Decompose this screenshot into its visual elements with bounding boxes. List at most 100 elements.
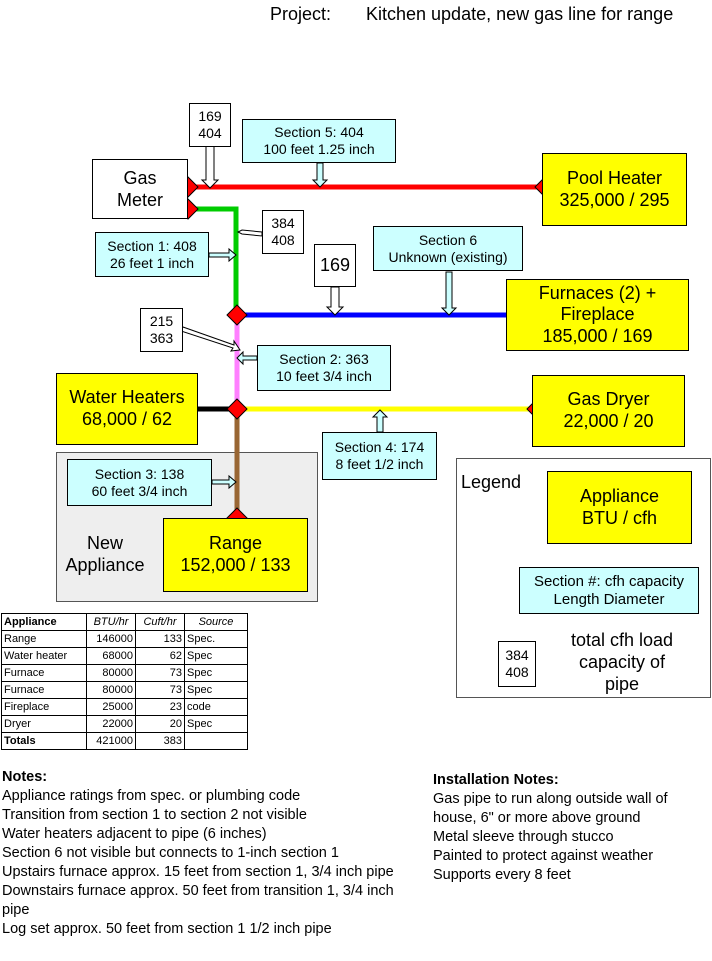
water-heaters-box: Water Heaters 68,000 / 62 <box>56 373 198 445</box>
section-3-title: Section 3: 138 <box>94 465 185 482</box>
notes-line: Water heaters adjacent to pipe (6 inches… <box>2 826 267 842</box>
legend-load-value: 384 <box>505 647 529 664</box>
gas-dryer-box: Gas Dryer 22,000 / 20 <box>532 375 685 447</box>
table-header: Source <box>184 613 248 631</box>
legend-section-box: Section #: cfh capacity Length Diameter <box>519 567 699 614</box>
table-row: Furnace 80000 73 Spec <box>1 681 248 699</box>
arrows <box>180 145 458 490</box>
table-cell: Spec. <box>184 630 248 648</box>
range-name: Range <box>208 533 263 554</box>
arrow-section-6 <box>440 271 458 316</box>
table-totals-row: Totals 421000 383 <box>1 732 248 750</box>
gas-dryer-rating: 22,000 / 20 <box>563 411 654 431</box>
section-1-spec: 26 feet 1 inch <box>109 254 195 271</box>
project-title: Kitchen update, new gas line for range <box>366 4 674 24</box>
load-box-furnace: 169 <box>314 244 356 287</box>
notes-line: Transition from section 1 to section 2 n… <box>2 807 307 823</box>
table-row: Dryer 22000 20 Spec <box>1 715 248 733</box>
gas-dryer-name: Gas Dryer <box>567 389 650 410</box>
table-header: Appliance <box>1 613 87 631</box>
notes-line: Section 6 not visible but connects to 1-… <box>2 845 339 861</box>
load-furnace-value: 169 <box>319 254 351 275</box>
pool-heater-box: Pool Heater 325,000 / 295 <box>542 153 687 226</box>
range-rating: 152,000 / 133 <box>180 555 291 575</box>
table-cell: Totals <box>1 732 87 750</box>
furnaces-box: Furnaces (2) + Fireplace 185,000 / 169 <box>506 279 689 351</box>
table-cell: 20 <box>135 715 185 733</box>
valve-furnace-tee <box>226 304 248 326</box>
legend-appliance-box: Appliance BTU / cfh <box>547 471 692 544</box>
table-cell: 80000 <box>86 664 136 682</box>
table-cell: Range <box>1 630 87 648</box>
load-s2-value: 215 <box>149 313 174 330</box>
section-5-spec: 100 feet 1.25 inch <box>263 141 375 157</box>
legend-section-text: Section #: cfh capacity Length Diameter <box>533 572 685 608</box>
load-s1-capacity: 408 <box>271 232 295 248</box>
load-s1-value: 384 <box>271 215 295 232</box>
arrow-section-3 <box>211 474 237 490</box>
arrow-s2-load <box>180 326 241 352</box>
section-3-box: Section 3: 138 60 feet 3/4 inch <box>67 459 212 506</box>
table-cell: 25000 <box>86 698 136 716</box>
notes-title: Notes: <box>2 769 48 785</box>
section-4-spec: 8 feet 1/2 inch <box>335 456 424 472</box>
arrow-section-4 <box>371 409 389 433</box>
section-5-box: Section 5: 404 100 feet 1.25 inch <box>242 119 396 163</box>
table-cell: Spec <box>184 715 248 733</box>
table-cell: Spec <box>184 664 248 682</box>
table-cell: Dryer <box>1 715 87 733</box>
appliance-table: Appliance BTU/hr Cuft/hr Source Range 14… <box>1 613 248 750</box>
water-heaters-rating: 68,000 / 62 <box>81 409 173 429</box>
arrow-top-load <box>200 145 220 189</box>
load-box-top: 169 404 <box>189 103 231 147</box>
table-row: Water heater 68000 62 Spec <box>1 647 248 665</box>
install-notes-line: Supports every 8 feet <box>433 867 571 883</box>
load-top-value: 169 <box>198 108 222 125</box>
furnaces-name: Furnaces (2) + Fireplace <box>538 282 657 325</box>
notes-line: Upstairs furnace approx. 15 feet from se… <box>2 864 394 880</box>
legend-load-text: total cfh load capacity of pipe <box>570 630 674 694</box>
table-row: Fireplace 25000 23 code <box>1 698 248 716</box>
legend-load-box: 384 408 <box>498 641 536 687</box>
section-6-box: Section 6 Unknown (existing) <box>373 226 523 271</box>
table-header: BTU/hr <box>86 613 136 631</box>
table-cell: 80000 <box>86 681 136 699</box>
gas-meter: Gas Meter <box>92 159 188 219</box>
water-heaters-name: Water Heaters <box>69 387 185 408</box>
range-box: Range 152,000 / 133 <box>163 518 308 592</box>
legend-load-capacity: 408 <box>505 664 529 680</box>
table-cell: Furnace <box>1 681 87 699</box>
table-cell: 73 <box>135 681 185 699</box>
table-cell: 62 <box>135 647 185 665</box>
table-header-row: Appliance BTU/hr Cuft/hr Source <box>1 613 248 631</box>
section-2-spec: 10 feet 3/4 inch <box>276 368 372 384</box>
table-cell: 22000 <box>86 715 136 733</box>
section-2-box: Section 2: 363 10 feet 3/4 inch <box>257 345 391 391</box>
table-cell: code <box>184 698 248 716</box>
load-s2-capacity: 363 <box>149 330 174 346</box>
table-cell <box>184 732 248 750</box>
load-top-capacity: 404 <box>198 125 222 141</box>
section-6-title: Section 6 <box>418 231 478 248</box>
valve-water-heater-tee <box>226 398 248 420</box>
install-notes-line: Gas pipe to run along outside wall of ho… <box>433 791 668 826</box>
table-cell: 383 <box>135 732 185 750</box>
install-notes-line: Painted to protect against weather <box>433 848 654 864</box>
table-row: Range 146000 133 Spec. <box>1 630 248 648</box>
section-1-title: Section 1: 408 <box>107 237 197 254</box>
install-notes-section: Installation Notes: Gas pipe to run alon… <box>433 771 712 885</box>
pool-heater-name: Pool Heater <box>566 167 663 188</box>
arrow-section-2 <box>236 350 258 366</box>
gas-meter-label: Gas Meter <box>116 168 163 210</box>
notes-line: Appliance ratings from spec. or plumbing… <box>2 788 301 804</box>
section-4-title: Section 4: 174 <box>334 439 425 456</box>
load-box-section-1: 384 408 <box>262 210 304 254</box>
pool-heater-rating: 325,000 / 295 <box>559 189 670 210</box>
section-3-spec: 60 feet 3/4 inch <box>91 482 188 499</box>
notes-line: Downstairs furnace approx. 50 feet from … <box>2 883 394 918</box>
section-2-title: Section 2: 363 <box>279 351 369 368</box>
table-cell: Spec <box>184 647 248 665</box>
new-appliance-label: New Appliance <box>65 533 145 575</box>
arrow-section-1 <box>208 247 237 263</box>
pipe-section-1 <box>190 206 239 315</box>
